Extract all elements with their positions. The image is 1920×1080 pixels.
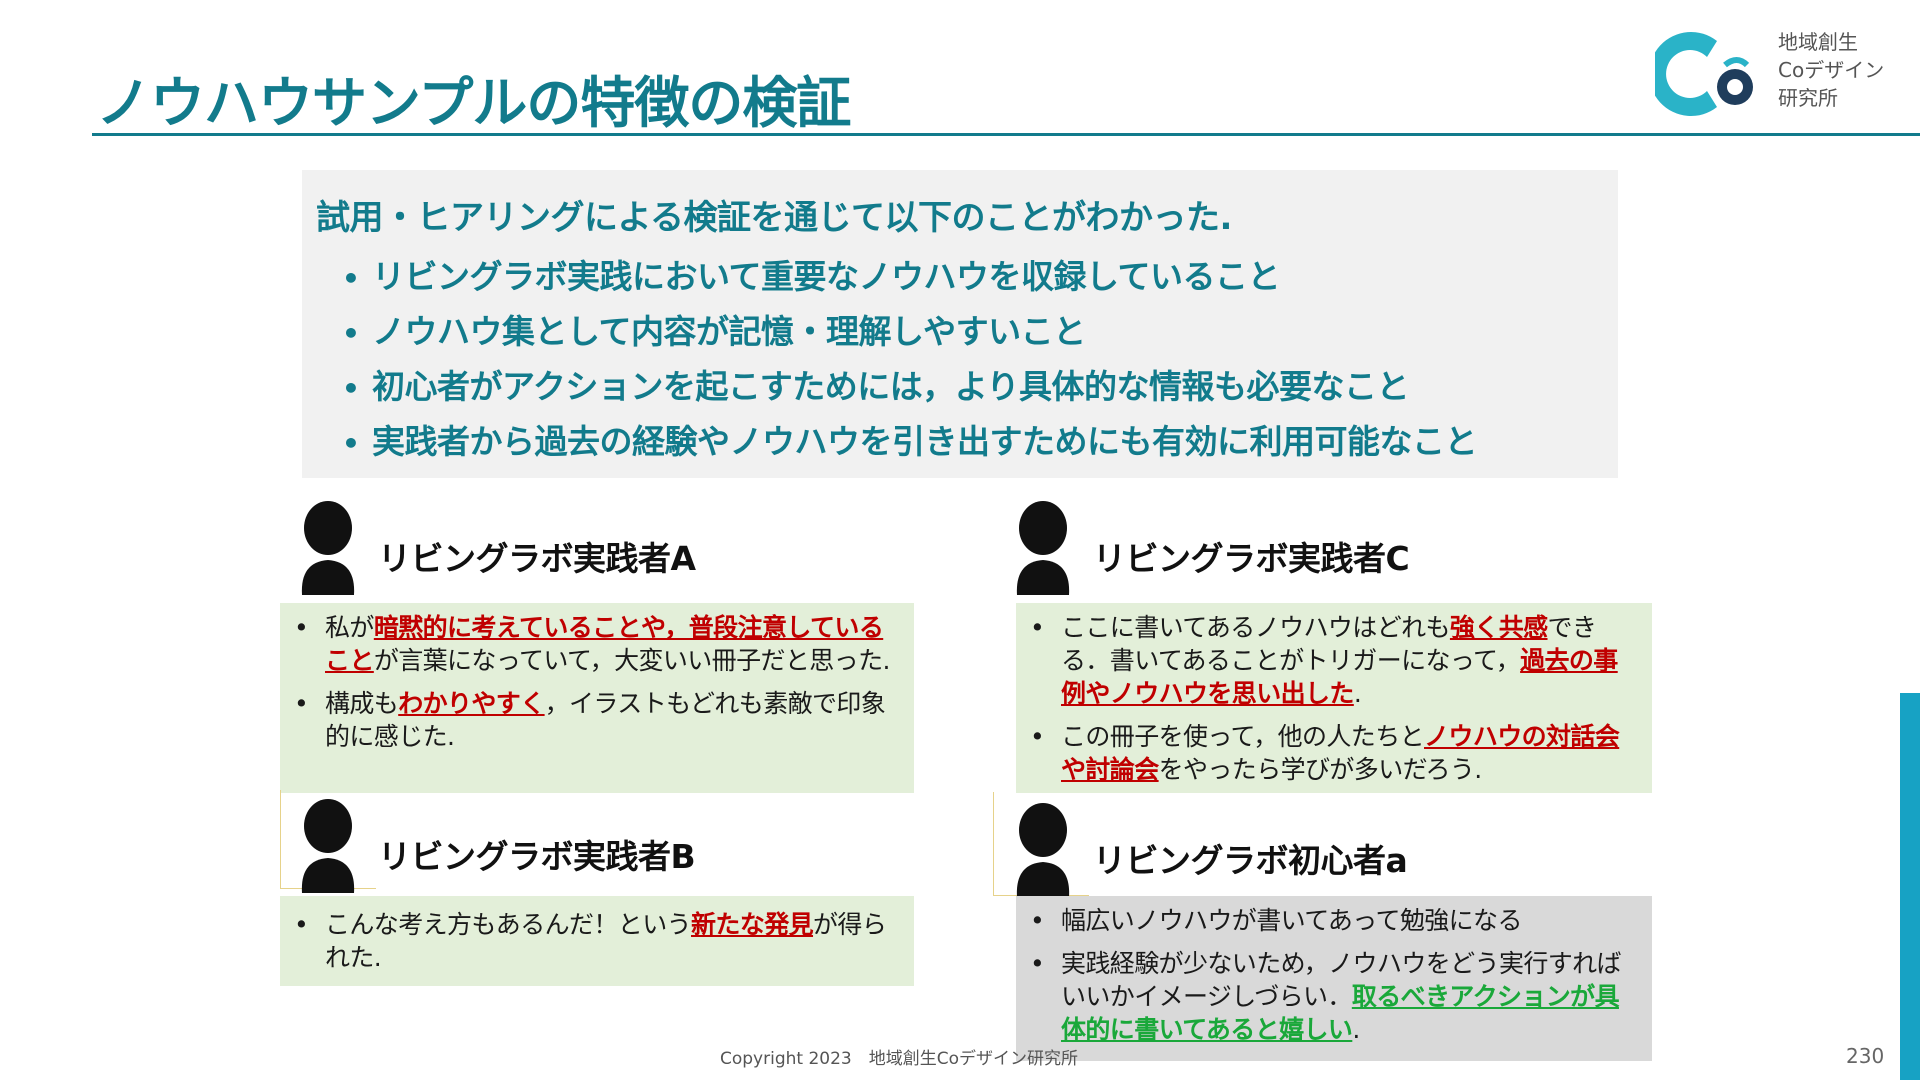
- persona-a-comment-card: 私が暗黙的に考えていることや，普段注意していることが言葉になっていて，大変いい冊…: [280, 603, 914, 793]
- summary-heading: 試用・ヒアリングによる検証を通じて以下のことがわかった.: [316, 198, 1232, 238]
- comment-item: 構成もわかりやすく，イラストもどれも素敵で印象的に感じた.: [280, 687, 890, 753]
- summary-item: •ノウハウ集として内容が記憶・理解しやすいこと: [342, 312, 1086, 351]
- person-silhouette-icon: [1016, 501, 1070, 595]
- summary-item: •初心者がアクションを起こすためには，より具体的な情報も必要なこと: [342, 367, 1410, 406]
- person-silhouette-icon: [1016, 803, 1070, 897]
- comment-item: 私が暗黙的に考えていることや，普段注意していることが言葉になっていて，大変いい冊…: [280, 611, 890, 677]
- comment-item: この冊子を使って，他の人たちとノウハウの対話会や討論会をやったら学びが多いだろう…: [1016, 720, 1626, 786]
- comment-item: こんな考え方もあるんだ！という新たな発見が得られた.: [280, 908, 890, 974]
- comment-highlight: ノウハウの対話会や討論会: [1061, 722, 1620, 784]
- comment-item: 幅広いノウハウが書いてあって勉強になる: [1016, 904, 1626, 937]
- persona-name-a: リビングラボ実践者A: [378, 539, 696, 578]
- persona-d-comment-card: 幅広いノウハウが書いてあって勉強になる 実践経験が少ないため，ノウハウをどう実行…: [1016, 896, 1652, 1061]
- title-underline: [92, 133, 1920, 136]
- persona-name-d: リビングラボ初心者a: [1093, 841, 1408, 880]
- persona-c-comment-card: ここに書いてあるノウハウはどれも強く共感できる．書いてあることがトリガーになって…: [1016, 603, 1652, 793]
- comment-highlight: 強く共感: [1449, 613, 1548, 642]
- persona-b-comment-card: こんな考え方もあるんだ！という新たな発見が得られた.: [280, 896, 914, 986]
- comment-text: 実践経験が少ないため，ノウハウをどう実行すればいいかイメージしづらい．: [1061, 949, 1622, 1011]
- persona-name-c: リビングラボ実践者C: [1093, 539, 1410, 578]
- person-silhouette-icon: [301, 799, 355, 893]
- comment-text: 構成も: [325, 689, 399, 718]
- comment-highlight: 過去の事例やノウハウを思い出した: [1061, 646, 1618, 708]
- logo-line-3: 研究所: [1778, 86, 1838, 110]
- comment-text: .: [1352, 1015, 1360, 1044]
- comment-text: が得られた.: [325, 910, 887, 972]
- summary-item: •リビングラボ実践において重要なノウハウを収録していること: [342, 257, 1281, 296]
- logo-line-2: Coデザイン: [1778, 58, 1885, 82]
- comment-text: この冊子を使って，他の人たちと: [1061, 722, 1425, 751]
- person-silhouette-icon: [301, 501, 355, 595]
- copyright: Copyright 2023 地域創生Coデザイン研究所: [720, 1049, 1079, 1069]
- comment-text: ，イラストもどれも素敵で印象的に感じた.: [325, 689, 886, 751]
- comment-text: こんな考え方もあるんだ！という: [325, 910, 692, 939]
- summary-item-text: リビングラボ実践において重要なノウハウを収録していること: [372, 257, 1281, 296]
- comment-highlight: わかりやすく: [398, 689, 545, 718]
- co-design-logo-icon: [1655, 32, 1753, 116]
- comment-text: .: [1353, 679, 1362, 708]
- logo-wordmark: 地域創生 Coデザイン 研究所: [1778, 28, 1884, 112]
- logo-line-1: 地域創生: [1778, 30, 1858, 54]
- comment-item: 実践経験が少ないため，ノウハウをどう実行すればいいかイメージしづらい．取るべきア…: [1016, 947, 1626, 1046]
- persona-name-b: リビングラボ実践者B: [378, 837, 696, 876]
- summary-item-text: 実践者から過去の経験やノウハウを引き出すためにも有効に利用可能なこと: [372, 422, 1478, 461]
- comment-text: できる．書いてあることがトリガーになって，: [1061, 613, 1597, 675]
- comment-text: が言葉になっていて，大変いい冊子だと思った.: [373, 646, 891, 675]
- comment-highlight: 取るべきアクションが具体的に書いてあると嬉しい: [1061, 982, 1620, 1044]
- comment-highlight: 暗黙的に考えていることや，普段注意していること: [325, 613, 884, 675]
- comment-text: をやったら学びが多いだろう.: [1158, 755, 1483, 784]
- summary-item-text: 初心者がアクションを起こすためには，より具体的な情報も必要なこと: [372, 367, 1410, 406]
- summary-item: •実践者から過去の経験やノウハウを引き出すためにも有効に利用可能なこと: [342, 422, 1478, 461]
- summary-item-text: ノウハウ集として内容が記憶・理解しやすいこと: [372, 312, 1086, 351]
- summary-box: 試用・ヒアリングによる検証を通じて以下のことがわかった. •リビングラボ実践にお…: [302, 170, 1618, 478]
- comment-item: ここに書いてあるノウハウはどれも強く共感できる．書いてあることがトリガーになって…: [1016, 611, 1626, 710]
- comment-text: 私が: [325, 613, 374, 642]
- page-title: ノウハウサンプルの特徴の検証: [96, 71, 851, 135]
- comment-text: ここに書いてあるノウハウはどれも: [1061, 613, 1451, 642]
- comment-highlight: 新たな発見: [691, 910, 814, 939]
- side-accent-bar: [1900, 693, 1920, 1080]
- page-number: 230: [1846, 1044, 1885, 1068]
- comment-text: 幅広いノウハウが書いてあって勉強になる: [1061, 906, 1522, 935]
